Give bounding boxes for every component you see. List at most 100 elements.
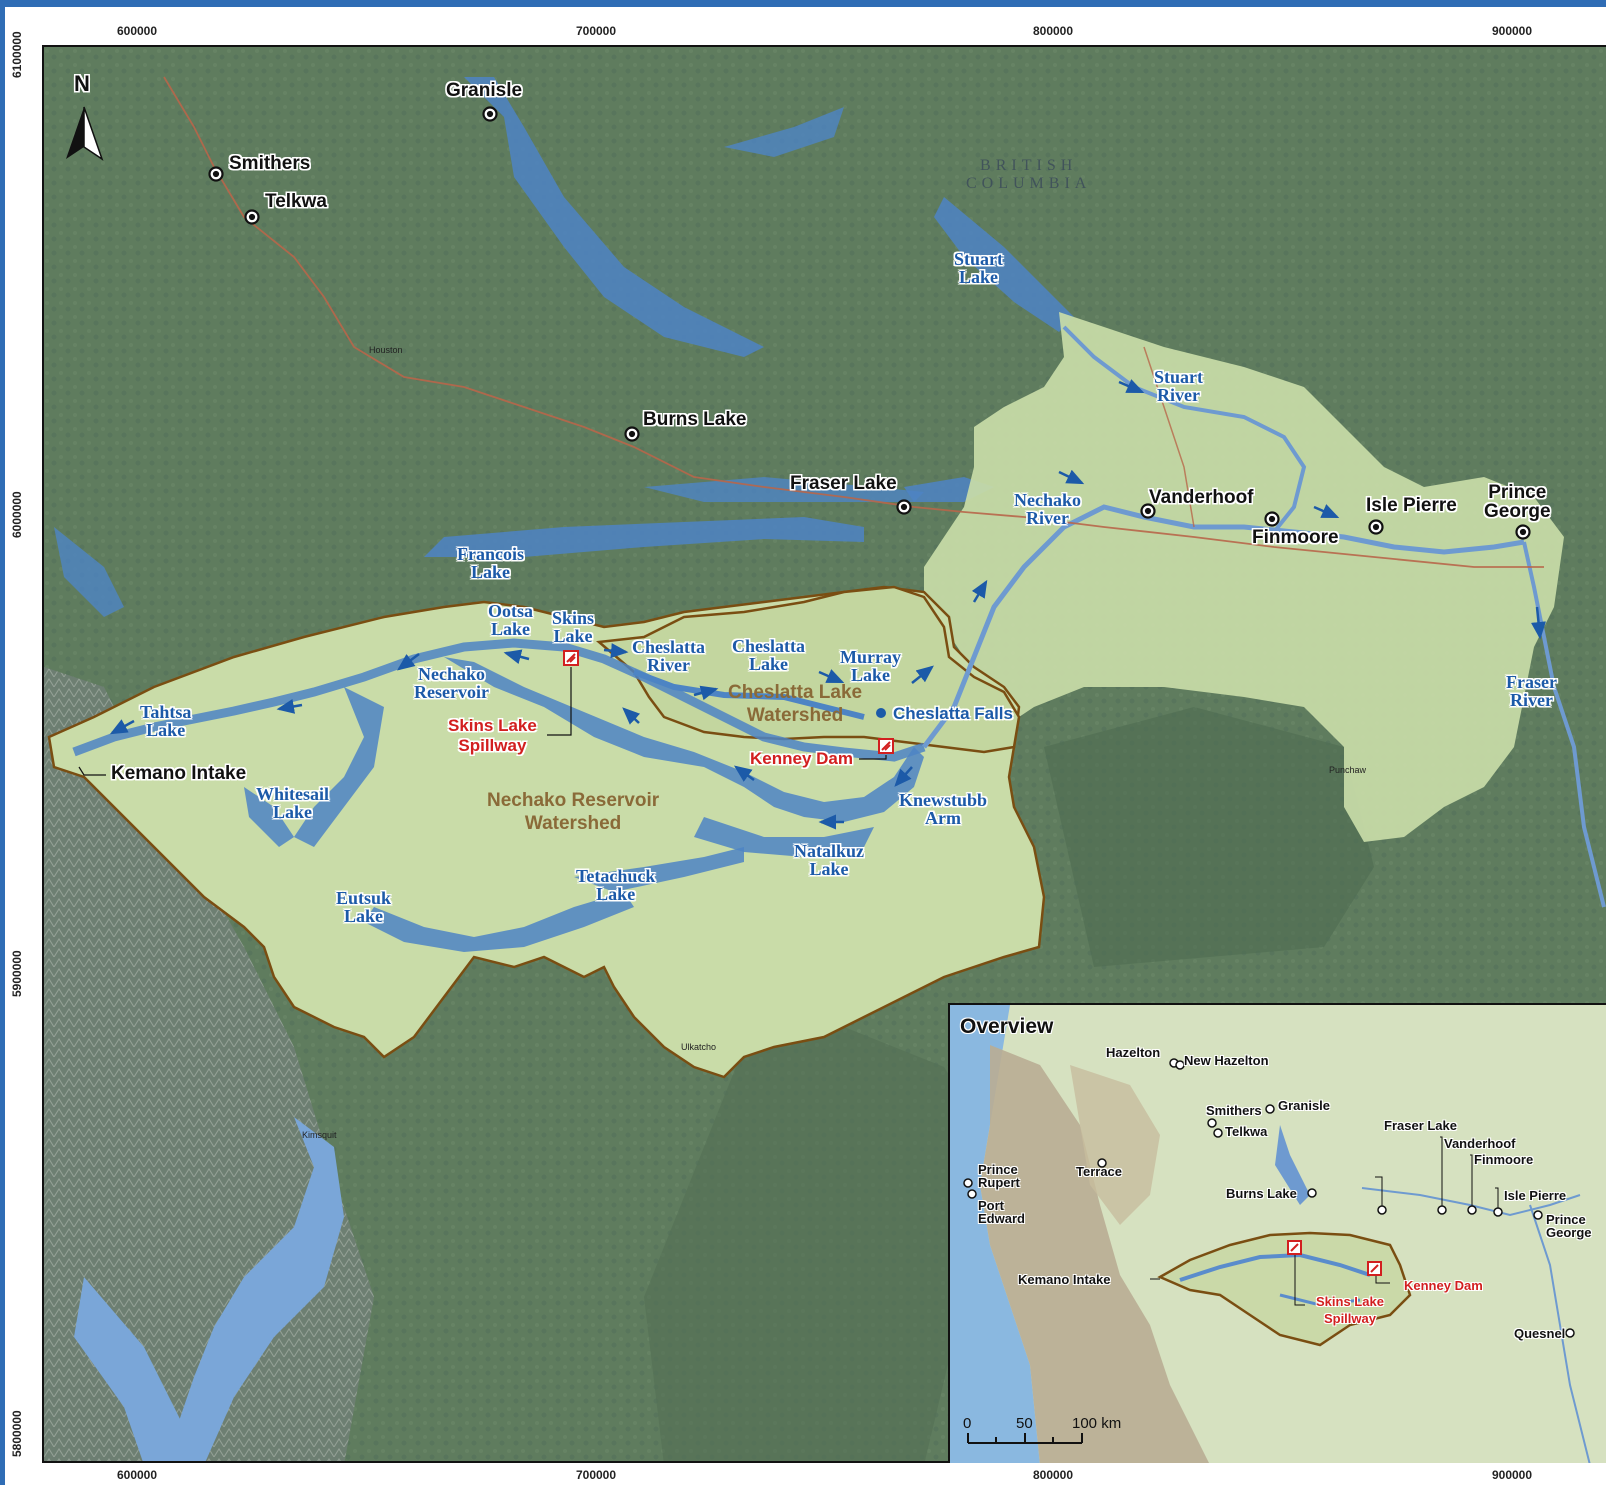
label-skins-lake: Skins Lake — [552, 608, 595, 646]
stuart-lake-shape — [934, 197, 1074, 332]
overview-quesnel: Quesnel — [1514, 1326, 1566, 1341]
knewstubb-channel — [444, 657, 924, 822]
x-tick-top-900000: 900000 — [1491, 24, 1533, 38]
label-stuart-lake: Stuart Lake — [954, 249, 1003, 287]
y-tick-5900000: 5900000 — [10, 950, 24, 997]
top-border — [0, 0, 1606, 7]
x-tick-bottom-700000: 700000 — [575, 1468, 617, 1482]
overview-prince-george: Prince George — [1546, 1212, 1592, 1240]
town-vanderhoof: Vanderhoof — [1149, 487, 1254, 508]
label-whitesail-lake: Whitesail Lake — [256, 784, 330, 822]
label-cheslatta-lake: Cheslatta Lake — [732, 636, 805, 674]
town-isle-pierre: Isle Pierre — [1366, 495, 1457, 516]
place-houston: Houston — [369, 345, 403, 355]
overview-kenney-dam: Kenney Dam — [1404, 1278, 1483, 1293]
overview-canvas — [950, 1005, 1606, 1463]
tetachuck-lake-shape — [574, 847, 744, 892]
town-prince-george: Prince George — [1484, 482, 1551, 522]
map-frame[interactable]: N BRITISH COLUMBIA Granisle Smithers Tel… — [42, 45, 1606, 1463]
scale-label-100: 100 km — [1072, 1415, 1122, 1432]
overview-inset[interactable]: Overview Hazelton New Hazelton Smithers … — [948, 1003, 1606, 1463]
y-tick-6000000: 6000000 — [10, 491, 24, 538]
town-telkwa: Telkwa — [265, 191, 327, 212]
label-eutsuk-lake: Eutsuk Lake — [336, 888, 392, 926]
place-punchaw: Punchaw — [1329, 765, 1367, 775]
francois-lake-shape — [424, 517, 864, 557]
north-arrow-label: N — [74, 71, 90, 96]
label-tahtsa-lake: Tahtsa Lake — [140, 702, 192, 740]
overview-coast-mountains — [980, 1045, 1209, 1463]
label-cheslatta-river: Cheslatta River — [632, 637, 705, 675]
nechako-river-line — [922, 504, 1525, 749]
overview-fraser-lake: Fraser Lake — [1384, 1118, 1457, 1133]
town-smithers: Smithers — [229, 153, 311, 174]
dean-channel — [165, 1117, 344, 1461]
overview-terrace: Terrace — [1076, 1164, 1123, 1179]
map-canvas — [44, 47, 1606, 1461]
highway-16 — [163, 76, 1544, 568]
scale-bar — [967, 1433, 1083, 1444]
label-nechako-reservoir-watershed: Nechako Reservoir Watershed — [487, 790, 660, 834]
label-tetachuck-lake: Tetachuck Lake — [576, 866, 656, 904]
overview-skins-lake-spillway: Skins Lake Spillway — [1316, 1294, 1384, 1326]
x-tick-top-800000: 800000 — [1032, 24, 1074, 38]
overview-isle-pierre: Isle Pierre — [1504, 1188, 1567, 1203]
label-kenney-dam: Kenney Dam — [750, 749, 853, 768]
x-tick-bottom-600000: 600000 — [116, 1468, 158, 1482]
region-british-columbia: BRITISH COLUMBIA — [966, 157, 1092, 192]
label-skins-lake-spillway: Skins Lake Spillway — [448, 716, 537, 755]
skins-lake-spillway-symbol — [547, 650, 579, 736]
label-knewstubb-arm: Knewstubb Arm — [899, 790, 988, 828]
overview-prince-rupert: Prince Rupert — [978, 1162, 1020, 1190]
cheslatta-river-line — [632, 669, 865, 720]
overview-title: Overview — [960, 1015, 1054, 1038]
x-tick-bottom-900000: 900000 — [1491, 1468, 1533, 1482]
natalkuz-lake-shape — [694, 817, 874, 857]
label-ootsa-lake: Ootsa Lake — [488, 601, 533, 639]
place-ulkatcho: Ulkatcho — [681, 1042, 717, 1052]
place-kimsquit: Kimsquit — [302, 1130, 337, 1140]
overview-finmoore: Finmoore — [1474, 1152, 1534, 1167]
x-tick-top-700000: 700000 — [575, 24, 617, 38]
overview-new-hazelton: New Hazelton — [1184, 1053, 1269, 1068]
overview-kemano-intake: Kemano Intake — [1018, 1272, 1111, 1287]
overview-dam-symbols — [1287, 1240, 1382, 1276]
overview-smithers: Smithers — [1206, 1103, 1262, 1118]
overview-telkwa: Telkwa — [1225, 1124, 1268, 1139]
label-fraser-river: Fraser River — [1506, 672, 1557, 710]
kemano-intake-label: Kemano Intake — [111, 763, 247, 784]
y-tick-5800000: 5800000 — [10, 1410, 24, 1457]
scale-label-0: 0 — [963, 1415, 972, 1432]
flow-arrows — [109, 379, 1546, 830]
overview-vanderhoof: Vanderhoof — [1444, 1136, 1516, 1151]
upper-nechako-watershed — [924, 312, 1564, 842]
label-murray-lake: Murray Lake — [840, 647, 901, 685]
x-tick-bottom-800000: 800000 — [1032, 1468, 1074, 1482]
town-fraser-lake: Fraser Lake — [790, 473, 897, 494]
label-cheslatta-watershed: Cheslatta Lake Watershed — [728, 682, 863, 726]
eutsuk-lake-shape — [364, 892, 634, 952]
kenney-dam-symbol — [859, 738, 894, 760]
overview-ocean — [950, 1005, 1040, 1463]
label-cheslatta-falls: Cheslatta Falls — [893, 704, 1013, 723]
label-stuart-river: Stuart River — [1154, 367, 1203, 405]
babine-lake — [464, 77, 764, 357]
left-border — [0, 0, 5, 1485]
x-tick-top-600000: 600000 — [116, 24, 158, 38]
label-natalkuz-lake: Natalkuz Lake — [794, 841, 865, 879]
y-tick-6100000: 6100000 — [10, 31, 24, 78]
label-nechako-reservoir: Nechako Reservoir — [414, 664, 489, 702]
stuart-river-line — [1062, 325, 1307, 534]
town-finmoore: Finmoore — [1252, 527, 1339, 548]
town-granisle: Granisle — [446, 80, 523, 101]
overview-watershed — [1157, 1231, 1412, 1347]
label-nechako-river: Nechako River — [1014, 490, 1081, 528]
town-markers — [208, 106, 1531, 540]
cheslatta-falls-marker — [876, 708, 886, 718]
label-francois-lake: Francois Lake — [457, 544, 524, 582]
scale-label-50: 50 — [1016, 1415, 1033, 1432]
overview-granisle: Granisle — [1278, 1098, 1331, 1113]
town-burns-lake: Burns Lake — [643, 409, 747, 430]
ootsa-reservoir-channel — [72, 638, 926, 762]
